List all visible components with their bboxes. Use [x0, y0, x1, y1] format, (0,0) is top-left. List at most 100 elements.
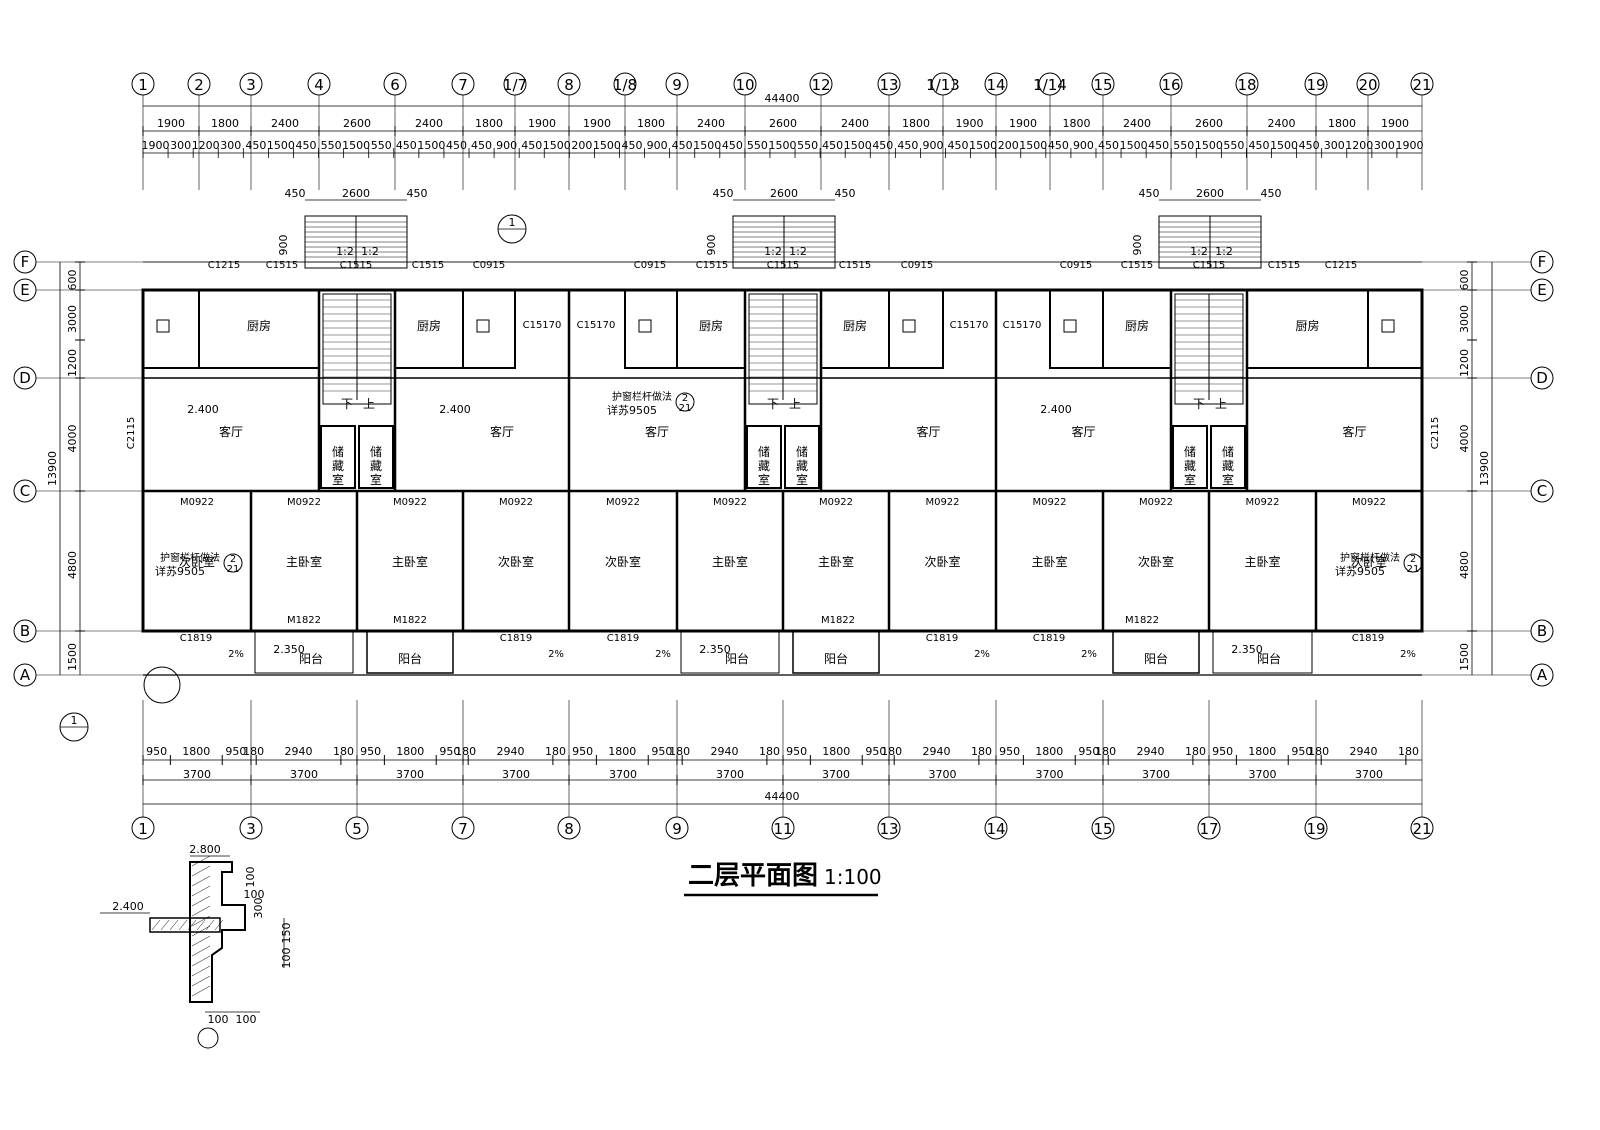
section-hatch [205, 919, 215, 931]
axis-label-top: 12 [811, 76, 830, 94]
living-label: 客厅 [1071, 424, 1095, 439]
bathroom [624, 289, 678, 369]
balcony [366, 630, 454, 674]
storage-label: 藏 [332, 459, 344, 473]
storage-label: 室 [758, 472, 770, 487]
dim-side-right: 3000 [1458, 305, 1471, 333]
dim-top-1: 2400 [1123, 117, 1151, 130]
detail-num: 2 [682, 393, 688, 404]
dim-top-2: 1200 [1345, 139, 1373, 152]
dim-top-2: 1500 [593, 139, 621, 152]
storage-label: 储 [1184, 444, 1196, 459]
dim-bottom-1: 950 [360, 745, 381, 758]
dim-top-1: 2400 [415, 117, 443, 130]
axis-label-right: E [1537, 281, 1546, 299]
dim-top-2: 900 [1073, 139, 1094, 152]
section-hatch [191, 935, 211, 947]
storage-room [1210, 425, 1246, 489]
storage-label: 室 [1222, 472, 1234, 487]
balcony [1212, 630, 1313, 674]
stair-run: 900 [1131, 235, 1144, 256]
dim-top-2: 450 [521, 139, 542, 152]
dim-top-2: 900 [922, 139, 943, 152]
stair-up: 上 [363, 397, 375, 411]
dim-top-2: 1500 [543, 139, 571, 152]
storage-label: 藏 [796, 459, 808, 473]
door-code: M1822 [1125, 615, 1159, 626]
level-mark: 2.400 [112, 900, 144, 913]
dim-bottom-1: 950 [572, 745, 593, 758]
slab-section [149, 917, 221, 933]
axis-label-top: 9 [672, 76, 682, 94]
dim-top-1: 1900 [956, 117, 984, 130]
living-label: 客厅 [219, 424, 243, 439]
balcony-label: 阳台 [1144, 651, 1168, 666]
toilet-fixture [156, 319, 170, 333]
dim-bottom-1: 180 [759, 745, 780, 758]
door-code: M0922 [1139, 497, 1173, 508]
window-code: C15170 [950, 320, 989, 331]
dim-top-2: 1500 [1195, 139, 1223, 152]
stair-dim: 450 [1139, 187, 1160, 200]
toilet-fixture [1381, 319, 1395, 333]
section-hatch [169, 919, 179, 931]
slope-mark: 2% [655, 649, 671, 660]
section-hatch [187, 919, 197, 931]
dim-top-1: 1800 [211, 117, 239, 130]
level-mark: 2.400 [439, 403, 471, 416]
storage-room [1172, 425, 1208, 489]
dim-top-2: 550 [1223, 139, 1244, 152]
axis-label-top: 19 [1306, 76, 1325, 94]
dim-side-left: 1500 [66, 643, 79, 671]
axis-label-bottom: 1 [138, 820, 148, 838]
stair-slope: 1:2 [764, 245, 782, 258]
storage-label: 室 [796, 472, 808, 487]
dim-top-2: 1900 [1395, 139, 1423, 152]
kitchen-label: 厨房 [699, 318, 723, 333]
dim-side-right: 4800 [1458, 551, 1471, 579]
door-code: M0922 [1245, 497, 1279, 508]
window-code: C1515 [696, 260, 728, 271]
stair-dim: 2600 [770, 187, 798, 200]
window-code: C1515 [1121, 260, 1153, 271]
dim-top-2: 300 [1374, 139, 1395, 152]
section-hatch [191, 985, 211, 997]
plan-linework [13, 72, 1554, 1049]
axis-label-bottom: 15 [1093, 820, 1112, 838]
railing-note: 详苏9505 [155, 564, 205, 578]
dim-top-2: 550 [371, 139, 392, 152]
detail-dim: 150 [280, 923, 293, 944]
dim-bottom-2: 3700 [1249, 768, 1277, 781]
axis-label-top: 1/8 [613, 76, 637, 94]
axis-label-top: 20 [1358, 76, 1377, 94]
toilet-fixture [1063, 319, 1077, 333]
window-code: C0915 [473, 260, 505, 271]
section-hatch [191, 875, 211, 887]
stair-slope: 1:2 [361, 245, 379, 258]
bedroom-label: 主卧室 [1244, 554, 1280, 569]
dim-bottom-1: 180 [545, 745, 566, 758]
toilet-fixture [476, 319, 490, 333]
dim-bottom-1: 180 [1308, 745, 1329, 758]
dim-side-left: 4800 [66, 551, 79, 579]
balcony-label: 阳台 [299, 651, 323, 666]
door-code: M0922 [1352, 497, 1386, 508]
bathroom [1049, 289, 1104, 369]
dim-bottom-2: 3700 [1036, 768, 1064, 781]
storage-label: 储 [1222, 444, 1234, 459]
balcony [680, 630, 780, 674]
toilet-fixture [638, 319, 652, 333]
detail-bubble [1403, 553, 1423, 573]
dim-bottom-1: 180 [881, 745, 902, 758]
dim-top-1: 2400 [697, 117, 725, 130]
storage-label: 室 [370, 472, 382, 487]
section-hatch [191, 895, 211, 907]
axis-label-left: E [20, 281, 29, 299]
detail-bubble [223, 553, 243, 573]
detail-dim: 100 [208, 1013, 229, 1026]
dim-top-2: 450 [872, 139, 893, 152]
dim-top-2: 450 [1248, 139, 1269, 152]
slope-mark: 2% [1400, 649, 1416, 660]
dim-total-top: 44400 [765, 92, 800, 105]
dim-top-1: 1900 [1381, 117, 1409, 130]
